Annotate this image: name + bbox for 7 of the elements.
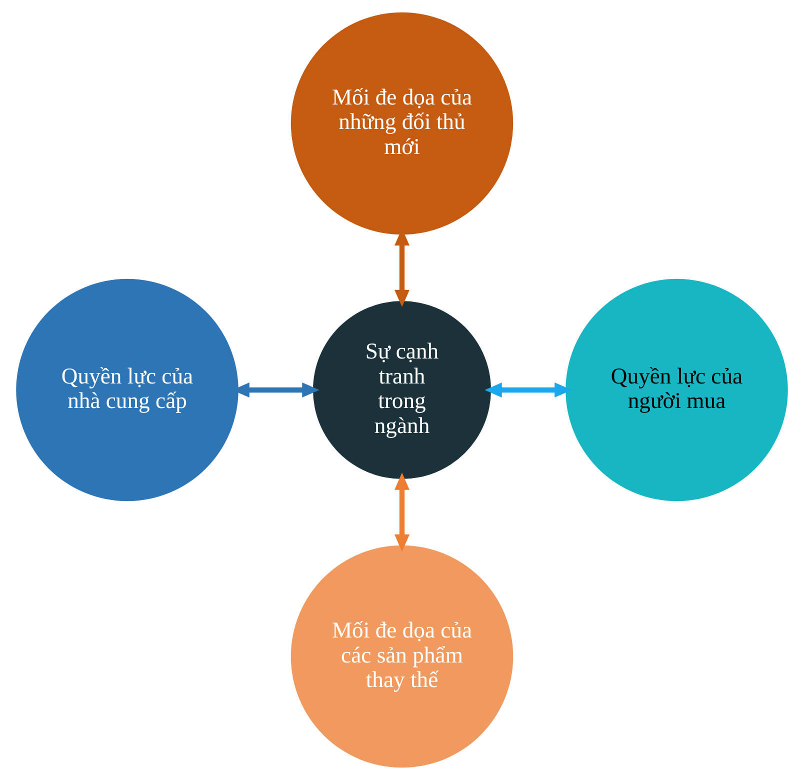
node-circle: Quyền lực của nhà cung cấp <box>16 278 238 502</box>
node-circle: Mối đe dọa của những đối thủ mới <box>290 12 514 235</box>
node-circle: Mối đe dọa của các sản phẩm thay thế <box>290 545 514 768</box>
arrow <box>394 472 410 552</box>
node-circle: Quyền lực của người mua <box>566 278 788 502</box>
arrow <box>484 382 572 398</box>
node-circle: Sự cạnh tranh trong ngành <box>313 301 491 479</box>
